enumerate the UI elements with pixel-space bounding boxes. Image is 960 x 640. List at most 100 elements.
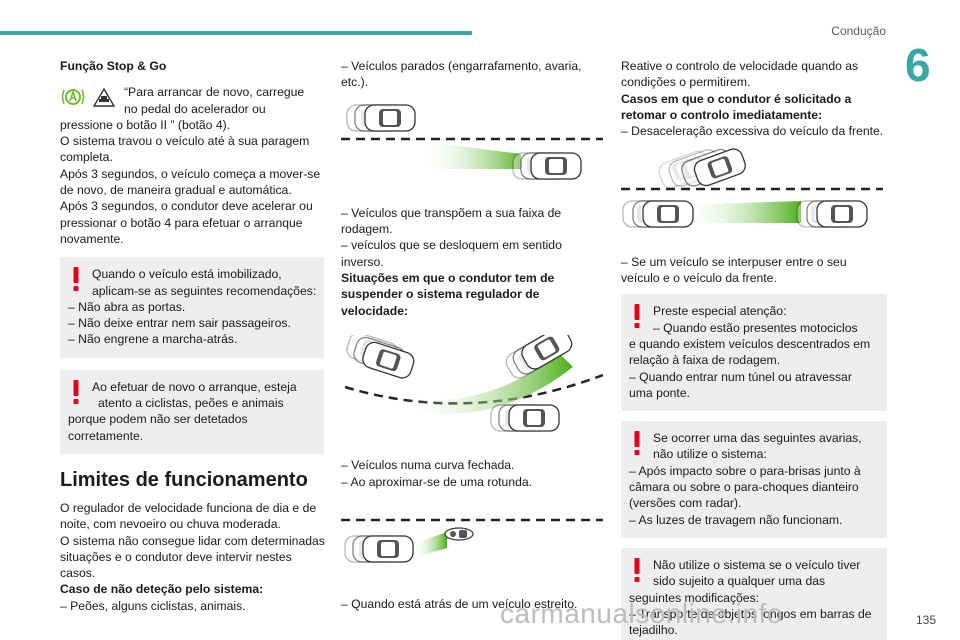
exclamation-icon <box>634 431 640 456</box>
text-line: – Não deixe entrar nem sair passageiros. <box>68 316 291 331</box>
text-line: não utilize o sistema: <box>653 447 767 462</box>
stop-go-green-icon <box>61 89 85 106</box>
exclamation-icon <box>634 557 640 582</box>
text-line: porque podem não ser detetados <box>68 412 248 427</box>
car-icon <box>490 404 560 432</box>
car-icon <box>655 146 749 192</box>
motorcycle-icon <box>444 527 474 541</box>
text-line: Quando o veículo está imobilizado, <box>92 267 282 282</box>
text-line: retomar o controlo imediatamente: <box>621 107 823 122</box>
text-line: seguintes modificações: <box>629 590 760 605</box>
text-line: – Não abra as portas. <box>68 299 186 314</box>
exclamation-icon <box>634 304 640 329</box>
icon-text-line: “Para arrancar de novo, carregue <box>124 85 305 100</box>
text-line: – Desaceleração excessiva do veículo da … <box>621 124 884 139</box>
text-line: – Após impacto sobre o para-brisas junto… <box>629 463 861 478</box>
text-line: completa. <box>60 150 113 165</box>
text-line: velocidade: <box>341 303 409 318</box>
car-icon <box>346 103 416 132</box>
car-icon <box>512 151 582 180</box>
text-line: tejadilho. <box>629 623 678 638</box>
column-1: Função Stop & Go “Para arrancar de novo,… <box>60 58 325 614</box>
text-line: – Veículos que transpõem a sua faixa de <box>341 205 562 220</box>
warning-box: Ao efetuar de novo o arranque, esteja at… <box>60 369 324 454</box>
warning-triangle-icon <box>92 87 116 107</box>
text-line: O sistema não consegue lidar com determi… <box>60 533 325 548</box>
text-line: – Não engrene a marcha-atrás. <box>68 332 238 347</box>
limits-paragraph: O regulador de velocidade funciona de di… <box>60 500 325 614</box>
text-line: – Veículos numa curva fechada. <box>341 458 515 473</box>
text-line: Caso de não deteção pelo sistema: <box>60 582 264 597</box>
car-icon <box>796 200 868 229</box>
chapter-number: 6 <box>905 39 931 91</box>
section-heading: Limites de funcionamento <box>60 468 308 491</box>
section-title: Condução <box>831 24 886 38</box>
exclamation-icon <box>73 267 79 292</box>
text-line: – Quando entrar num túnel ou atravessar <box>629 369 852 384</box>
warning-box: Se ocorrer uma das seguintes avarias, nã… <box>621 421 887 538</box>
warning-box: Não utilize o sistema se o veículo tiver… <box>621 547 887 640</box>
text-line: Após 3 segundos, o condutor deve acelera… <box>60 199 313 214</box>
deceleration-illustration <box>621 146 883 229</box>
text-line: e quando existem veículos descentrados e… <box>629 336 871 351</box>
text-line: rodagem. <box>341 222 393 237</box>
text-line: aplicam-se as seguintes recomendações: <box>92 283 317 298</box>
text-line: Se ocorrer uma das seguintes avarias, <box>653 431 862 446</box>
text-line: Reative o controlo de velocidade quando … <box>621 59 859 73</box>
text-line: Não utilize o sistema se o veículo tiver <box>653 557 861 572</box>
column-2: – Veículos parados (engarrafamento, avar… <box>341 58 604 612</box>
text-line: sido sujeito a qualquer uma das <box>653 574 826 589</box>
watermark: carmanualsonline.info <box>500 598 783 629</box>
text-line: casos. <box>60 566 96 581</box>
car-icon <box>622 200 694 229</box>
exclamation-icon <box>73 379 79 404</box>
text-line: Após 3 segundos, o veículo começa a move… <box>60 166 321 181</box>
text-line: – Peões, alguns ciclistas, animais. <box>60 598 246 613</box>
text-line: – As luzes de travagem não funcionam. <box>629 512 843 527</box>
text-line: – Quando estão presentes motociclos <box>653 320 858 335</box>
text-line: – Quando está atrás de um veículo estrei… <box>341 597 578 612</box>
text-line: – Transporte de objetos longos em barras… <box>629 606 872 621</box>
text-line: – Veículos parados (engarrafamento, avar… <box>341 59 582 73</box>
text-line: Preste especial atenção: <box>653 304 787 319</box>
text-line: de novo, de maneira gradual e automática… <box>60 183 292 198</box>
text-line: pressionar o botão 4 para efetuar o arra… <box>60 215 303 230</box>
text-line: atento a ciclistas, peões e animais <box>98 396 284 411</box>
stop-go-title: Função Stop & Go <box>60 59 167 73</box>
text-line: situações e o condutor deve intervir nes… <box>60 549 292 564</box>
text-line: etc.). <box>341 75 369 90</box>
text-line: Casos em que o condutor é solicitado a <box>621 91 852 106</box>
page-number: 135 <box>915 613 936 627</box>
warning-box: Preste especial atenção: – Quando estão … <box>621 294 887 412</box>
text-line: – Se um veículo se interpuser entre o se… <box>621 254 847 269</box>
header-accent-bar <box>0 31 472 35</box>
icon-text-line: no pedal do acelerador ou <box>124 101 266 116</box>
text-line: O regulador de velocidade funciona de di… <box>60 500 317 515</box>
warning-box: Quando o veículo está imobilizado, aplic… <box>60 257 324 358</box>
column-3: Reative o controlo de velocidade quando … <box>621 58 887 640</box>
text-line: veículo e o veículo da frente. <box>621 271 777 286</box>
text-line: Ao efetuar de novo o arranque, esteja <box>92 379 297 394</box>
text-line: uma ponte. <box>629 385 690 400</box>
text-line: – veículos que se desloquem em sentido <box>341 238 562 253</box>
text-line: inverso. <box>341 254 384 269</box>
text-line: (versões com radar). <box>629 496 742 511</box>
text-line: – Ao aproximar-se de uma rotunda. <box>341 474 533 489</box>
car-icon <box>344 535 414 563</box>
text-line: noite, com nevoeiro ou chuva moderada. <box>60 517 281 532</box>
text-line: pressione o botão II ” (botão 4). <box>60 117 231 132</box>
text-line: O sistema travou o veículo até à sua par… <box>60 134 310 149</box>
car-icon <box>343 330 417 381</box>
text-line: Situações em que o condutor tem de <box>341 271 555 286</box>
narrow-vehicle-illustration <box>341 518 603 563</box>
text-line: câmara ou sobre o para-choques dianteiro <box>629 480 859 495</box>
stop-go-icon-row: “Para arrancar de novo, carregue no peda… <box>60 84 324 117</box>
stop-go-paragraph: pressione o botão II ” (botão 4). O sist… <box>60 117 324 247</box>
text-line: relação à faixa de rodagem. <box>629 353 781 368</box>
text-line: condições o permitirem. <box>621 75 751 90</box>
text-line: novamente. <box>60 231 124 246</box>
stopped-vehicles-illustration <box>341 103 603 180</box>
text-line: corretamente. <box>68 428 144 443</box>
curve-illustration <box>343 323 604 432</box>
text-line: suspender o sistema regulador de <box>341 287 540 302</box>
